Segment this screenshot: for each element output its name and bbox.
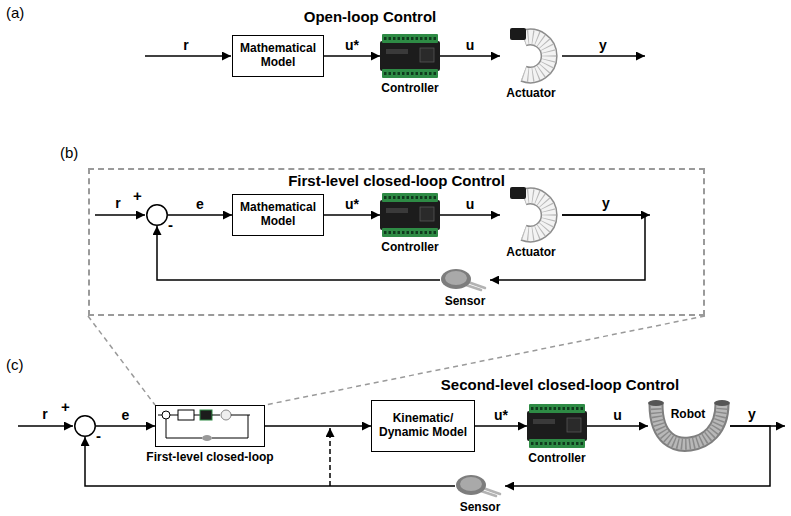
- dashed-feedback-arrow: [329, 428, 331, 486]
- signal-name: u*: [493, 408, 509, 423]
- node-label: Kinematic/ Dynamic Model: [377, 412, 469, 440]
- signal-name: y: [602, 195, 610, 211]
- node-label: Robot: [671, 408, 706, 422]
- signal-name: u: [465, 197, 476, 212]
- node-label: Controller: [381, 241, 438, 255]
- input-arrow: [18, 425, 73, 427]
- node-label: Actuator: [506, 87, 555, 101]
- signal-connector: [324, 55, 380, 57]
- actuator-node: Actuator: [500, 28, 562, 84]
- sensor-node: Sensor: [455, 474, 505, 498]
- sensor-icon: [456, 475, 500, 496]
- signal-name: e: [121, 408, 131, 423]
- signal-name: r: [115, 195, 120, 211]
- sign-label: -: [96, 427, 101, 444]
- signal-name: r: [183, 37, 188, 53]
- node-label: Sensor: [445, 295, 486, 309]
- panel-letter: (a): [6, 4, 24, 21]
- panel-title: Open-loop Control: [304, 8, 436, 25]
- actuator-icon: [510, 187, 549, 234]
- signal-name: u*: [344, 197, 360, 212]
- panel-letter: (c): [6, 356, 24, 373]
- node-label: First-level closed-loop: [146, 451, 273, 465]
- signal-name: y: [748, 406, 756, 422]
- signal-connector: [587, 425, 648, 427]
- node-label: Controller: [381, 82, 438, 96]
- input-arrow: [95, 214, 145, 216]
- signal-name: u*: [344, 38, 360, 53]
- signal-connector: [168, 214, 232, 216]
- signal-wire: [18, 56, 785, 486]
- signal-connector: [505, 426, 770, 486]
- model-box: Mathematical Model: [232, 35, 324, 77]
- controller-icon: [380, 34, 440, 78]
- zoom-bracket: [88, 316, 705, 405]
- summing-junction: +-: [146, 204, 168, 226]
- robot-icon: [648, 400, 730, 444]
- panel-title: Second-level closed-loop Control: [441, 376, 679, 393]
- node-label: First-level closed-loop Control: [288, 172, 505, 189]
- sign-label: +: [61, 398, 70, 415]
- node-label: Mathematical Model: [238, 201, 318, 229]
- sensor-icon: [441, 269, 485, 290]
- signal-name: y: [599, 37, 607, 53]
- output-arrow: [562, 55, 645, 57]
- summing-junction: +-: [74, 415, 96, 437]
- model-box: Mathematical Model: [232, 194, 324, 236]
- controller-icon: [380, 193, 440, 237]
- signal-connector: [96, 425, 155, 427]
- node-label: Actuator: [506, 246, 555, 260]
- input-arrow: [145, 55, 231, 57]
- signal-connector: [324, 214, 380, 216]
- signal-name: u: [465, 38, 476, 53]
- signal-connector: [475, 425, 527, 427]
- sign-label: +: [133, 187, 142, 204]
- node-label: Sensor: [460, 501, 501, 515]
- signal-connector: [440, 214, 500, 216]
- loop-region: +-Mathematical ModelControllerActuatorSe…: [88, 168, 705, 316]
- signal-connector: [265, 425, 371, 427]
- controller-node: Controller: [380, 192, 440, 238]
- controller-icon: [527, 404, 587, 448]
- actuator-icon: [510, 28, 549, 75]
- mini-loop-diagram: [158, 410, 250, 441]
- zoom-line: [88, 316, 155, 405]
- robot-node: Robot: [648, 396, 730, 456]
- junction-circle: [147, 205, 168, 226]
- controller-node: Controller: [380, 33, 440, 79]
- signal-name: u: [612, 408, 623, 423]
- model-box: Kinematic/ Dynamic Model: [371, 400, 475, 452]
- node-label: Controller: [528, 452, 585, 466]
- sensor-node: Sensor: [440, 268, 490, 292]
- node-label: Mathematical Model: [238, 42, 318, 70]
- sign-label: -: [168, 216, 173, 233]
- actuator-node: Actuator: [500, 187, 562, 243]
- signal-name: r: [42, 406, 47, 422]
- junction-circle: [146, 204, 168, 226]
- signal-name: e: [195, 197, 205, 212]
- controller-node: Controller: [527, 403, 587, 449]
- junction-circle: [74, 415, 96, 437]
- zoom-line: [265, 316, 705, 405]
- signal-connector: [440, 55, 500, 57]
- signal-connector: [490, 215, 645, 280]
- inset-loop-box: First-level closed-loop: [155, 405, 265, 447]
- junction-circle: [75, 416, 96, 437]
- panel-letter: (b): [60, 144, 78, 161]
